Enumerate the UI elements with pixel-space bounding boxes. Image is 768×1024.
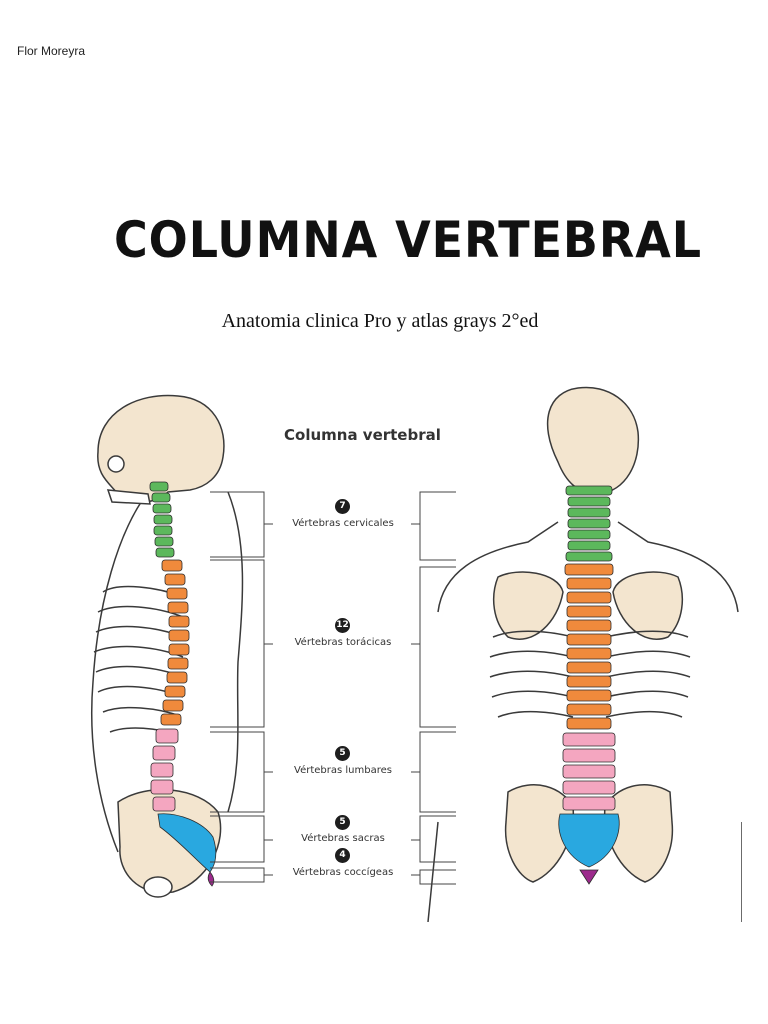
thoracic-count-badge: 12 bbox=[335, 618, 350, 633]
sacral-count-badge: 5 bbox=[335, 815, 350, 830]
coccygeal-count-badge: 4 bbox=[335, 848, 350, 863]
lumbar-label: Vértebras lumbares bbox=[268, 765, 418, 776]
document-subtitle: Anatomia clinica Pro y atlas grays 2°ed bbox=[0, 310, 760, 333]
document-title: COLUMNA VERTEBRAL bbox=[114, 208, 611, 272]
spine-figure: Columna vertebral 7 Vértebras cervicales… bbox=[78, 382, 742, 922]
coccygeal-label: Vértebras coccígeas bbox=[268, 867, 418, 878]
sacral-label: Vértebras sacras bbox=[268, 833, 418, 844]
thoracic-label: Vértebras torácicas bbox=[268, 637, 418, 648]
author-name: Flor Moreyra bbox=[17, 44, 85, 58]
cervical-count-badge: 7 bbox=[335, 499, 350, 514]
posterior-spine bbox=[559, 486, 620, 884]
region-brackets bbox=[210, 492, 456, 884]
lumbar-count-badge: 5 bbox=[335, 746, 350, 761]
figure-title: Columna vertebral bbox=[284, 426, 441, 444]
cervical-label: Vértebras cervicales bbox=[268, 518, 418, 529]
